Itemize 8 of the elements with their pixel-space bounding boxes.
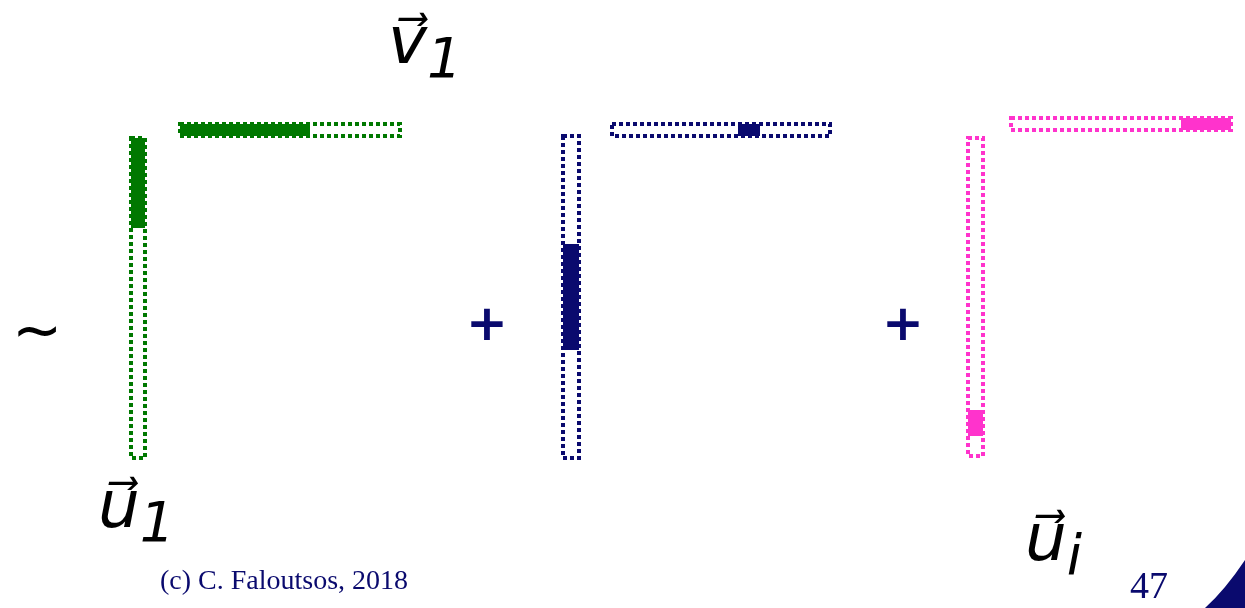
plus-sign: + — [466, 298, 508, 348]
page-number: 47 — [1130, 566, 1168, 604]
copyright-note: (c) C. Faloutsos, 2018 — [160, 566, 409, 594]
math-label: v⃗$_{1}$ — [388, 8, 463, 87]
plus-sign: + — [882, 298, 924, 348]
math-label: u⃗$_{i}$ — [1025, 505, 1083, 584]
approx-sign: ~ — [12, 300, 63, 360]
math-label: u⃗$_{1}$ — [98, 472, 175, 551]
